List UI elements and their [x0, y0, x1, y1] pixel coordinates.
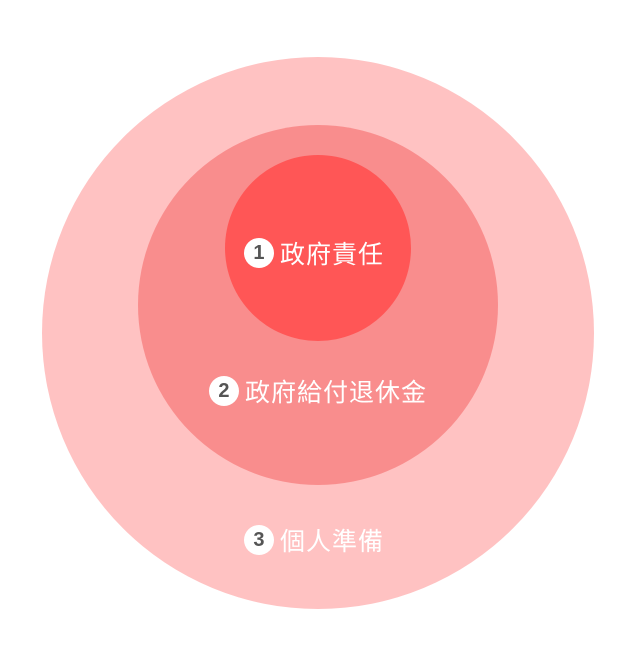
number-badge-2: 2: [208, 376, 239, 406]
number-badge-1: 1: [243, 238, 274, 268]
label-layer-1: 1 政府責任: [243, 235, 385, 271]
label-text-2: 政府給付退休金: [244, 378, 428, 407]
label-layer-2: 2 政府給付退休金: [208, 373, 428, 409]
number-badge-3: 3: [243, 525, 274, 555]
label-text-1: 政府責任: [279, 240, 385, 269]
label-text-3: 個人準備: [279, 527, 385, 556]
label-layer-3: 3 個人準備: [243, 522, 385, 558]
